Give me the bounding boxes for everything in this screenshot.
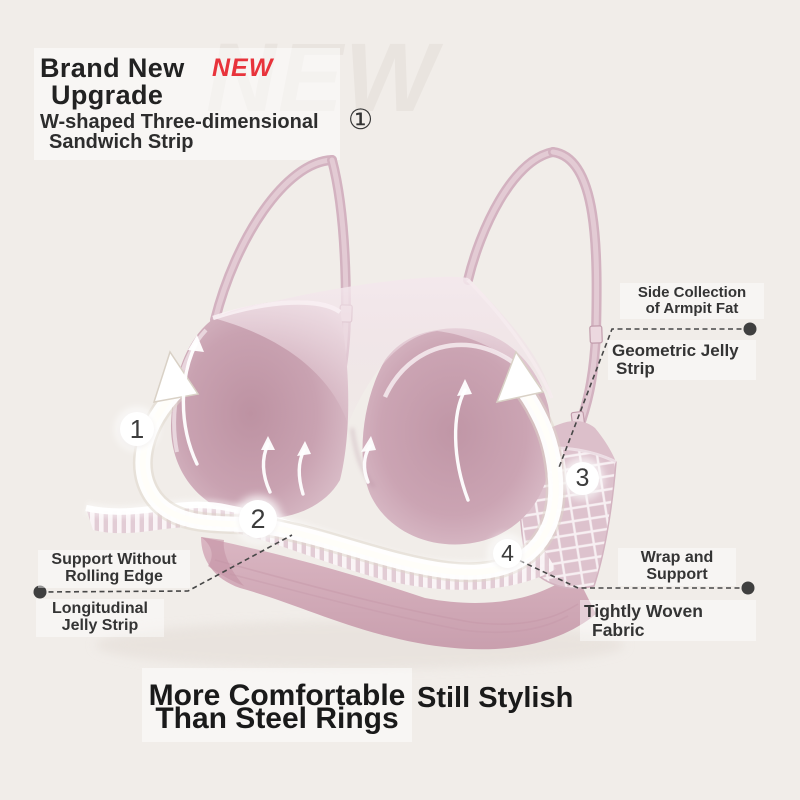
title-line-1: Brand New [40,53,185,83]
sheer-upper-panel [213,276,552,424]
circled-number-1-icon: ① [348,104,374,135]
shoulder-straps [210,147,602,435]
header-background [34,48,340,160]
title-line-2: Upgrade [51,80,164,110]
footer-tagline: Still Stylish [417,682,574,714]
new-badge: NEW [212,54,274,82]
footer-headline-line-2: Than Steel Rings [155,702,399,735]
footer-headline: More Comfortable Than Steel Rings [142,668,412,742]
callout-geometric-jelly-strip: Geometric Jelly Strip [608,340,756,381]
page-title: Brand New Upgrade [40,55,185,109]
callout-tightly-woven-fabric: Tightly Woven Fabric [580,600,756,642]
callout-side-collection: Side Collection of Armpit Fat [620,283,764,319]
sweep-arrowhead-right [495,350,545,404]
leader-dot-armpit [743,322,757,336]
leader-support [39,534,293,593]
lift-arrowheads [188,335,472,456]
marker-4: 4 [493,539,522,568]
callout-longitudinal-jelly-strip: Longitudinal Jelly Strip [36,599,164,637]
subtitle-line-2: Sandwich Strip [49,131,194,153]
callout-wrap-and-support: Wrap and Support [618,548,736,586]
center-gore-crease [350,427,376,488]
marker-3: 3 [566,462,599,495]
subtitle-line-1: W-shaped Three-dimensional [40,111,319,133]
marker-1: 1 [120,412,154,446]
footer-headline-line-1: More Comfortable [148,679,406,712]
leader-armpit [557,328,750,471]
support-sweep-arrow [132,350,566,583]
under-band [201,537,596,650]
sweep-arrowhead-left [152,350,200,403]
leader-wrap [511,556,748,589]
marker-2: 2 [239,500,277,538]
leader-dot-wrap [741,581,755,595]
page-subtitle: W-shaped Three-dimensional Sandwich Stri… [40,112,319,152]
leader-dot-support [33,585,47,599]
callout-support-without-rolling-edge: Support Without Rolling Edge [38,550,190,588]
